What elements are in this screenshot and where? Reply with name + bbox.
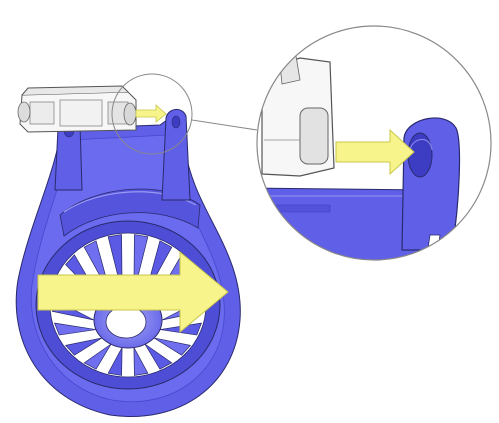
callout-source-circle bbox=[111, 73, 193, 155]
small-direction-arrow bbox=[135, 104, 167, 123]
fan-spoke bbox=[107, 347, 123, 376]
fan-spoke bbox=[133, 347, 149, 376]
callout-bracket-cap bbox=[261, 55, 335, 177]
fan-spoke bbox=[144, 343, 173, 370]
fan-spoke bbox=[83, 343, 112, 370]
housing-top-ridge bbox=[59, 188, 201, 237]
fan-spoke bbox=[53, 322, 97, 336]
main-assembly bbox=[15, 73, 241, 417]
callout-leader-line bbox=[191, 119, 258, 131]
right-hinge-hole bbox=[171, 115, 181, 129]
large-direction-arrow bbox=[37, 250, 229, 334]
callout-hinge-ear bbox=[401, 117, 461, 251]
bracket-cap bbox=[17, 85, 137, 133]
callout-direction-arrow bbox=[335, 128, 415, 176]
callout-circle-border bbox=[256, 25, 492, 261]
fan-spoke bbox=[153, 337, 192, 356]
right-hinge-ear bbox=[161, 109, 191, 201]
fan-spoke bbox=[64, 337, 103, 356]
detail-callout bbox=[256, 25, 492, 261]
fan-hub-hole bbox=[105, 305, 147, 339]
